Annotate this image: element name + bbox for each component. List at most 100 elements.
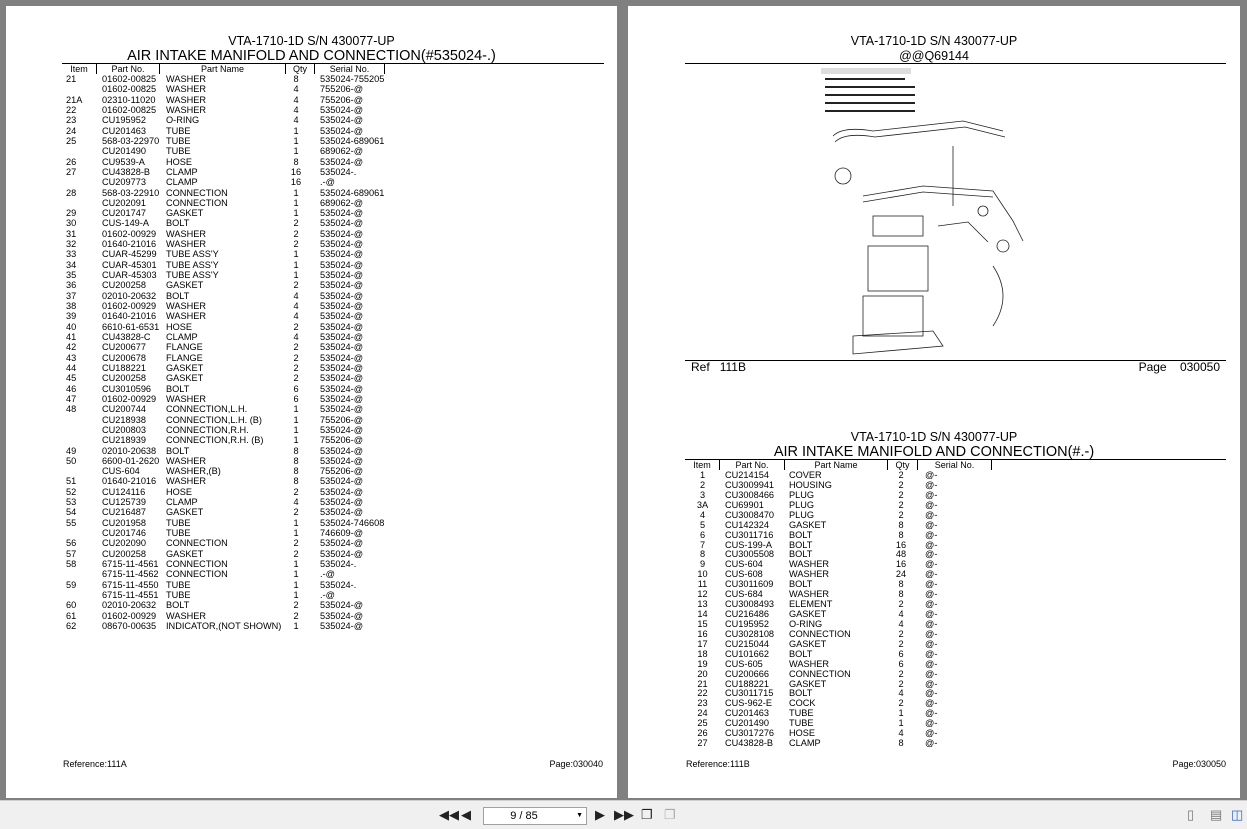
column-header: Serial No. — [315, 64, 385, 74]
qty-cell: 8 — [293, 455, 299, 466]
part-name-cell: GASKET — [789, 519, 827, 530]
chevron-down-icon[interactable]: ▼ — [576, 812, 583, 819]
serial-cell: 535024-@ — [320, 383, 364, 394]
serial-cell: 535024-@ — [320, 600, 364, 611]
part-no-cell: CU124116 — [102, 486, 146, 497]
part-no-cell: 6600-01-2620 — [102, 455, 160, 466]
prev-page-icon[interactable]: ◀ — [461, 807, 471, 822]
part-name-cell: WASHER — [789, 559, 829, 570]
qty-cell: 8 — [898, 529, 904, 540]
part-no-cell: 568-03-22910 — [102, 187, 160, 198]
reference: Reference:111B — [686, 759, 750, 769]
part-name-cell: CLAMP — [789, 738, 821, 749]
part-no-cell: CU201490 — [725, 718, 769, 729]
part-no-cell: CU3008493 — [725, 599, 775, 610]
serial-cell: 535024-@ — [320, 156, 364, 167]
single-page-icon[interactable]: ▯ — [1187, 807, 1195, 822]
qty-cell: 4 — [293, 497, 299, 508]
serial-cell: @- — [925, 489, 938, 500]
go-forward-icon[interactable]: ❐ — [664, 807, 676, 822]
qty-cell: 2 — [293, 239, 299, 250]
part-name-cell: HOSE — [166, 321, 193, 332]
qty-cell: 4 — [293, 311, 299, 322]
serial-cell: 755206-@ — [320, 466, 364, 477]
item-cell: 1 — [699, 470, 706, 480]
column-header: Qty — [286, 64, 315, 74]
part-name-cell: WASHER,(B) — [166, 466, 221, 477]
part-no-cell: CU202091 — [102, 197, 146, 208]
qty-cell: 1 — [293, 620, 299, 631]
part-no-cell: 02010-20632 — [102, 290, 157, 301]
qty-cell: 1 — [293, 517, 299, 528]
part-no-cell: CU200677 — [102, 342, 146, 353]
part-no-cell: 02010-20638 — [102, 445, 157, 456]
part-name-cell: TUBE — [166, 590, 191, 600]
page-selector[interactable]: 9 / 85 ▼ — [483, 807, 587, 825]
part-no-cell: CUAR-45299 — [102, 249, 157, 260]
qty-cell: 1 — [293, 414, 299, 425]
serial-cell: 535024-@ — [320, 424, 364, 435]
part-name-cell: TUBE ASS'Y — [166, 270, 219, 281]
part-no-cell: 01602-00825 — [102, 104, 157, 115]
facing-pages-icon[interactable]: ◫ — [1231, 807, 1244, 822]
part-no-cell: CUS-962-E — [725, 698, 772, 709]
part-name-cell: CLAMP — [166, 332, 198, 342]
part-name-cell: CONNECTION,L.H. (B) — [166, 414, 262, 425]
part-name-cell: GASKET — [789, 609, 827, 620]
item-cell: 26 — [697, 728, 708, 739]
figure-ref: Ref 111B — [691, 360, 746, 374]
qty-cell: 4 — [293, 301, 299, 312]
go-back-icon[interactable]: ❐ — [641, 807, 653, 822]
item-cell: 7 — [699, 539, 706, 550]
part-no-cell: CUAR-45303 — [102, 270, 157, 281]
serial-cell: @- — [925, 638, 938, 649]
divider — [685, 360, 1226, 361]
continuous-icon[interactable]: ▤ — [1210, 807, 1223, 822]
last-page-icon[interactable]: ▶▶ — [614, 807, 634, 822]
next-page-icon[interactable]: ▶ — [595, 807, 605, 822]
qty-cell: 1 — [293, 208, 299, 219]
part-no-cell: 01640-21016 — [102, 239, 157, 250]
qty-cell: 2 — [293, 600, 299, 611]
item-cell: 19 — [697, 658, 708, 669]
qty-cell: 6 — [898, 648, 904, 659]
part-name-cell: BOLT — [789, 529, 813, 540]
serial-cell: 535024-@ — [320, 610, 364, 621]
part-name-cell: FLANGE — [166, 342, 203, 353]
part-no-cell: 6715-11-4562 — [102, 569, 159, 580]
part-no-cell: CU101662 — [725, 648, 769, 659]
left-page-subtitle: AIR INTAKE MANIFOLD AND CONNECTION(#5350… — [127, 48, 496, 64]
serial-cell: 535024-@ — [320, 311, 364, 322]
part-no-cell: CUS-199-A — [725, 539, 772, 550]
first-page-icon[interactable]: ◀◀ — [439, 807, 459, 822]
part-name-cell: CONNECTION — [789, 668, 851, 679]
part-name-cell: CONNECTION — [789, 628, 851, 639]
qty-cell: 2 — [293, 280, 299, 291]
part-name-cell: WASHER — [166, 104, 206, 115]
qty-cell: 2 — [898, 489, 904, 500]
left-page-title: VTA-1710-1D S/N 430077-UP — [228, 34, 395, 48]
part-name-cell: PLUG — [789, 489, 815, 500]
serial-cell: @- — [925, 519, 938, 530]
qty-cell: 4 — [293, 94, 299, 105]
part-name-cell: WASHER — [166, 74, 206, 84]
item-cell: 61 — [66, 610, 77, 621]
serial-cell: @- — [925, 658, 938, 669]
part-name-cell: CONNECTION — [166, 559, 228, 570]
part-no-cell: CU201958 — [102, 517, 146, 528]
serial-cell: @- — [925, 569, 938, 580]
part-no-cell: 6715-11-4561 — [102, 559, 159, 570]
qty-cell: 2 — [293, 342, 299, 353]
part-no-cell: CUS-684 — [725, 589, 763, 600]
part-name-cell: WASHER — [166, 228, 206, 239]
part-no-cell: CU218938 — [102, 414, 146, 425]
figure-page: Page 030050 — [1139, 360, 1220, 374]
serial-cell: 535024-@ — [320, 218, 364, 229]
item-cell: 42 — [66, 342, 77, 353]
part-name-cell: HOSE — [789, 728, 816, 739]
part-no-cell: CUS-149-A — [102, 218, 149, 229]
qty-cell: 2 — [898, 499, 904, 510]
serial-cell: @- — [925, 509, 938, 520]
qty-cell: 24 — [895, 569, 907, 580]
part-name-cell: FLANGE — [166, 352, 203, 363]
